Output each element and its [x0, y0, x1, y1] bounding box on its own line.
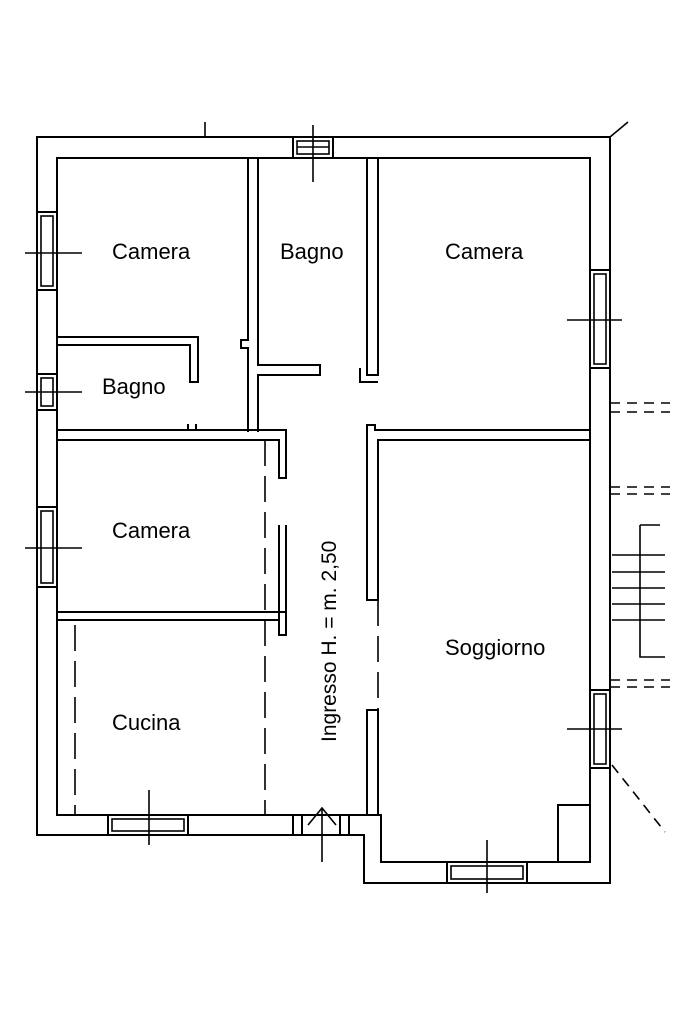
- exterior-stairs: [204, 121, 665, 658]
- interior-walls: [57, 158, 591, 863]
- room-label-camera-top-right: Camera: [445, 239, 524, 264]
- windows: [25, 125, 622, 893]
- dashed-lines: [74, 378, 670, 833]
- room-label-camera-middle-left: Camera: [112, 518, 191, 543]
- room-label-bagno-left: Bagno: [102, 374, 166, 399]
- room-label-soggiorno: Soggiorno: [445, 635, 545, 660]
- entrance-arrow-icon: [307, 806, 337, 862]
- room-label-cucina: Cucina: [112, 710, 181, 735]
- room-label-bagno-top: Bagno: [280, 239, 344, 264]
- room-label-camera-top-left: Camera: [112, 239, 191, 264]
- corridor-label: Ingresso H. = m. 2,50: [318, 541, 341, 742]
